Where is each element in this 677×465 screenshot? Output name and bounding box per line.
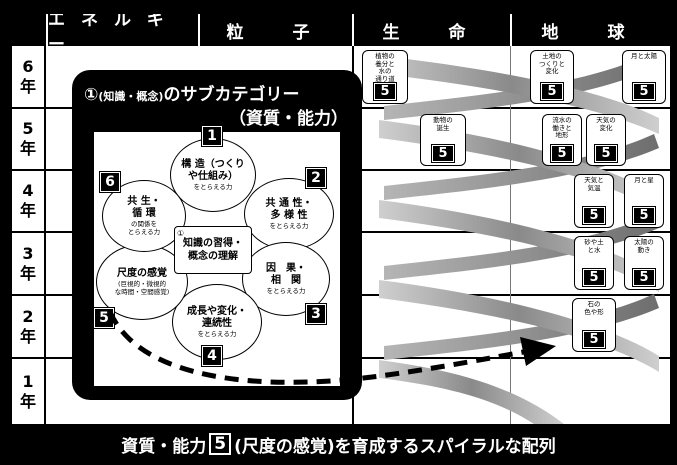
unit-title: 月と星 [634,176,654,184]
petal-sublabel: (巨視的・微視的 な時間・空間感覚) [114,280,170,296]
year-4: 4 年 [12,171,46,233]
petal-commonality-diversity[interactable]: 共 通 性・ 多 様 性 をとらえる力 [244,178,334,250]
unit-number-badge: 5 [540,82,564,101]
unit-title: 土地の つくりと 変化 [539,52,565,75]
petal-label: 尺度の感覚 [117,268,167,279]
header-particle: 粒 子 [200,14,352,46]
unit-number-badge: 5 [550,144,574,163]
petal-sublabel: をとらえる力 [193,183,233,191]
year-label: 年 [19,391,36,411]
header-energy: エネルギー [48,14,198,55]
unit-sun-motion[interactable]: 太陽の 動き 5 [624,236,664,290]
year-3: 3 年 [12,233,46,296]
unit-number-badge: 5 [594,144,618,163]
panel-title: ①(知識・概念)のサブカテゴリー [84,80,299,105]
unit-moon-sun[interactable]: 月と太陽 5 [622,50,666,104]
unit-sand-soil-water[interactable]: 砂や土 と水 5 [574,236,614,290]
header-life: 生 命 [354,14,510,46]
year-label: 年 [19,139,36,158]
year-5: 5 年 [12,109,46,171]
petal-sublabel: をとらえる力 [266,287,306,295]
petal-badge-1: 1 [201,125,223,147]
petal-label: 共 生・ 循 環 [127,196,161,219]
petal-structure[interactable]: 構 造（つくり や仕組み） をとらえる力 [170,138,256,212]
year-1: 1 年 [12,359,46,424]
header-corner [12,14,46,46]
unit-number-badge: 5 [582,268,606,287]
year-number: 3 [22,243,34,263]
petal-sublabel: をとらえる力 [269,222,309,230]
petal-badge-5: 5 [93,307,115,329]
year-number: 6 [22,56,34,76]
petal-badge-3: 3 [305,303,327,325]
panel-title-number: ① [84,85,99,105]
year-label: 年 [19,263,36,283]
year-2: 2 年 [12,296,46,359]
petal-sublabel: の関係を とらえる力 [127,220,161,236]
year-number: 2 [22,306,34,326]
unit-stone-color-shape[interactable]: 石の 色や形 5 [572,298,616,352]
unit-flowing-water[interactable]: 流水の 働きと 地形 5 [542,114,582,166]
petal-label: 因 果・ 相 関 [266,263,306,286]
petal-symbiosis-cycle[interactable]: 共 生・ 循 環 の関係を とらえる力 [102,180,186,252]
unit-title: 月と太陽 [631,52,657,60]
unit-number-badge: 5 [632,268,656,287]
center-label-line2: 概念の理解 [188,251,238,262]
caption-number: 5 [209,433,232,455]
petal-label: 構 造（つくり や仕組み） [181,159,245,182]
subcategory-panel: ①(知識・概念)のサブカテゴリー （資質・能力） 構 造（つくり や仕組み） を… [72,70,362,400]
unit-moon-stars[interactable]: 月と星 5 [624,174,664,228]
center-number: ① [177,229,185,238]
center-knowledge-concept[interactable]: ① 知識の習得・ 概念の理解 [174,226,252,274]
header-earth: 地 球 [512,14,670,46]
caption: 資質・能力 5 (尺度の感覚)を育成するスパイラルな配列 [0,428,677,460]
unit-number-badge: 5 [582,330,606,349]
unit-title: 太陽の 動き [634,238,654,254]
caption-prefix: 資質・能力 [121,436,207,457]
year-6: 6 年 [12,46,46,109]
year-number: 4 [22,181,34,200]
unit-plant-water[interactable]: 植物の 養分と 水の 通り道 5 [362,50,408,104]
unit-number-badge: 5 [632,206,656,225]
year-number: 1 [22,371,34,391]
unit-title: 動物の 誕生 [433,116,453,132]
year-number: 5 [22,119,34,138]
petal-diagram: 構 造（つくり や仕組み） をとらえる力 共 通 性・ 多 様 性 をとらえる力… [93,125,340,386]
unit-title: 天気の 変化 [596,116,616,132]
year-label: 年 [19,326,36,346]
petal-badge-4: 4 [201,345,223,367]
unit-title: 石の 色や形 [584,300,604,316]
petal-badge-2: 2 [305,167,327,189]
petal-scale-sense[interactable]: 尺度の感覚 (巨視的・微視的 な時間・空間感覚) [96,244,188,320]
unit-weather-change[interactable]: 天気の 変化 5 [586,114,626,166]
petal-sublabel: をとらえる力 [197,330,237,338]
unit-number-badge: 5 [632,82,656,101]
petal-label: 成長や変化・ 連続性 [187,306,247,329]
unit-title: 砂や土 と水 [584,238,604,254]
unit-land-change[interactable]: 土地の つくりと 変化 5 [530,50,574,104]
grade-grid: エネルギー 粒 子 生 命 地 球 6 年 5 年 4 年 3 年 2 年 1 … [12,14,670,424]
panel-title-paren: (知識・概念) [98,90,164,103]
petal-badge-6: 6 [99,171,121,193]
caption-suffix: (尺度の感覚)を育成するスパイラルな配列 [234,436,556,457]
unit-weather-temperature[interactable]: 天気と 気温 5 [574,174,614,228]
panel-title-main: のサブカテゴリー [163,85,300,105]
panel-subtitle: （資質・能力） [229,109,348,129]
unit-title: 天気と 気温 [584,176,604,192]
unit-number-badge: 5 [431,144,455,163]
unit-title: 植物の 養分と 水の 通り道 [375,52,395,83]
year-label: 年 [19,76,36,96]
center-label-line1: 知識の習得・ [183,238,243,249]
unit-number-badge: 5 [582,206,606,225]
year-label: 年 [19,201,36,220]
unit-number-badge: 5 [373,82,397,101]
unit-animal-birth[interactable]: 動物の 誕生 5 [420,114,466,166]
petal-label: 共 通 性・ 多 様 性 [265,198,313,221]
unit-title: 流水の 働きと 地形 [552,116,572,139]
